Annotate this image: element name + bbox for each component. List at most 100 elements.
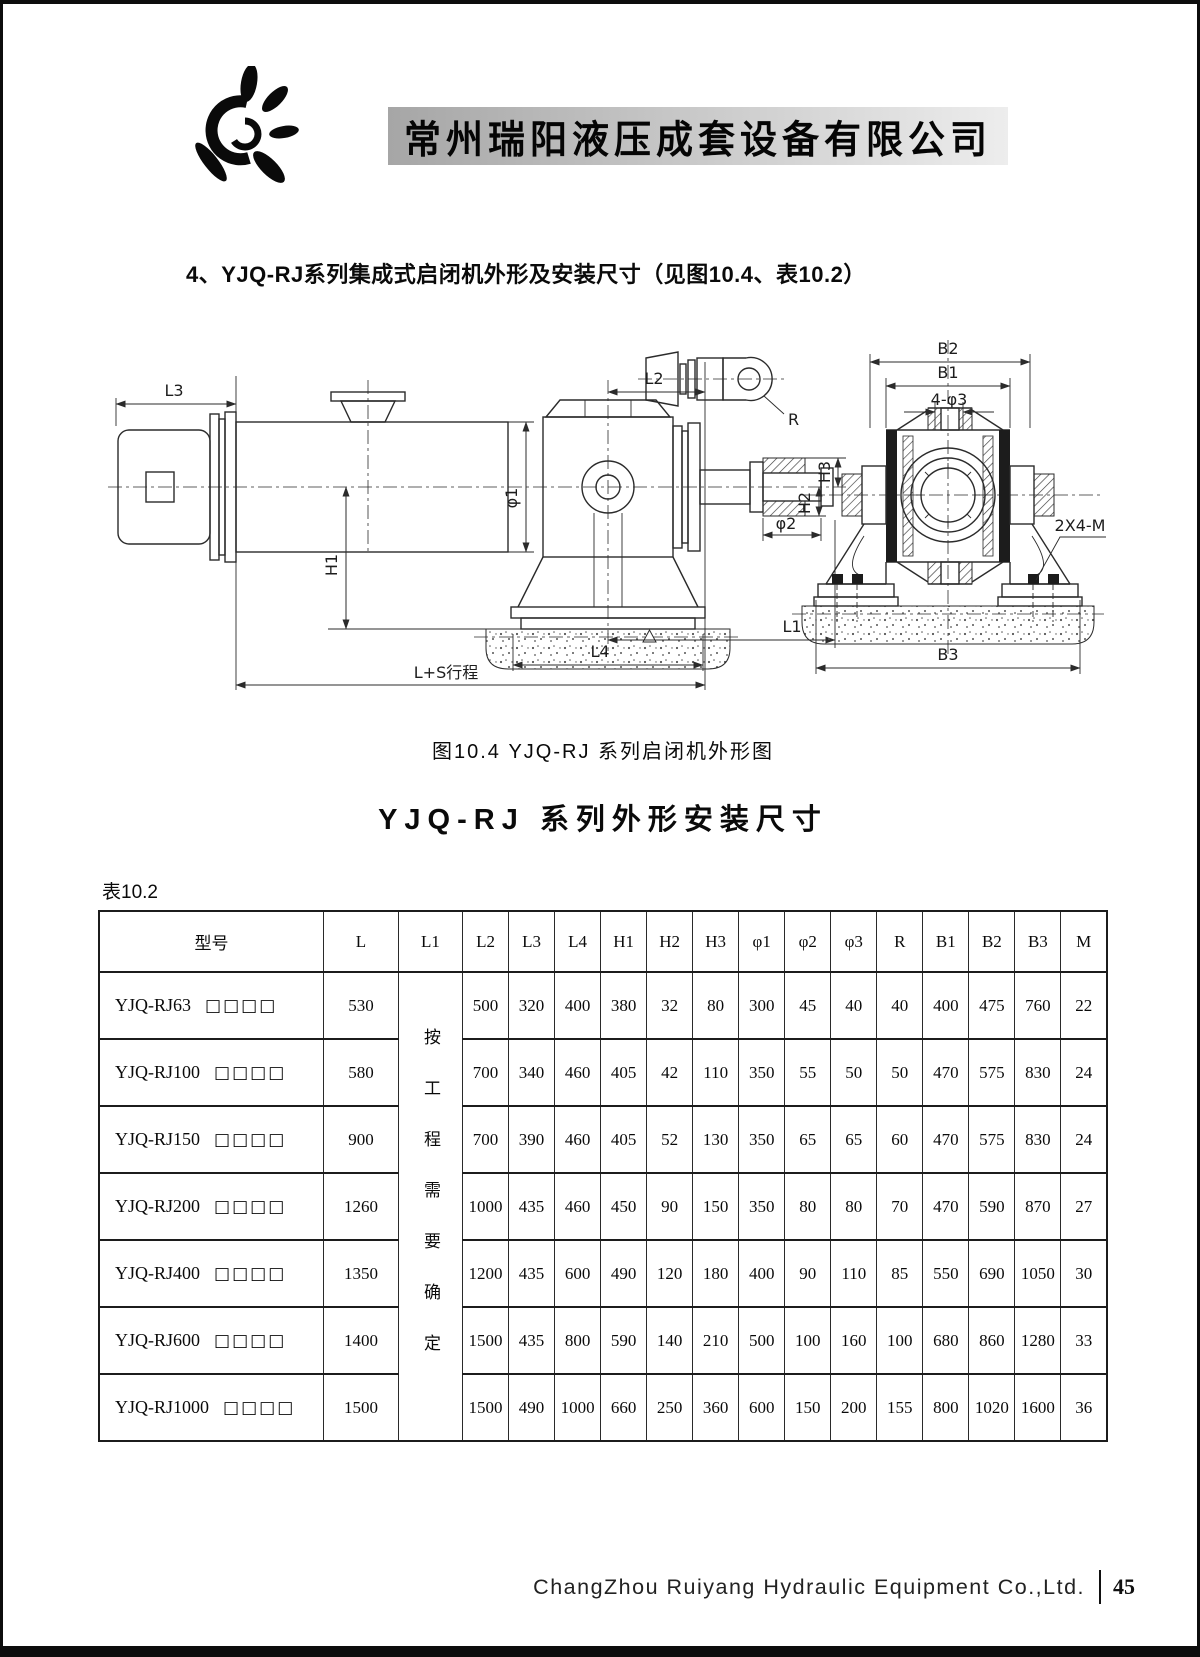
dim-label-h2: H2 <box>795 492 814 514</box>
value-cell: 1050 <box>1014 1239 1062 1308</box>
l1-note-cell: 按工程需要确定 <box>398 971 463 1442</box>
value-cell: 470 <box>922 1105 970 1174</box>
column-header: M <box>1060 910 1108 973</box>
value-cell: 1000 <box>554 1373 602 1442</box>
dim-label-b1: B1 <box>937 363 958 382</box>
value-cell: 475 <box>968 971 1016 1040</box>
column-header: φ3 <box>830 910 878 973</box>
dim-label-l2: L2 <box>644 369 663 388</box>
column-header: H2 <box>646 910 694 973</box>
l1-note-text: 按工程需要确定 <box>421 1028 440 1385</box>
model-name: YJQ-RJ600 <box>115 1330 201 1350</box>
model-name: YJQ-RJ1000 <box>115 1397 210 1417</box>
value-cell: 40 <box>876 971 924 1040</box>
value-cell: 60 <box>876 1105 924 1174</box>
value-cell: 45 <box>784 971 832 1040</box>
model-cell: YJQ-RJ150□□□□ <box>98 1105 324 1174</box>
value-cell: 830 <box>1014 1038 1062 1107</box>
value-cell: 350 <box>738 1105 786 1174</box>
value-cell: 160 <box>830 1306 878 1375</box>
dim-label-2x4m: 2X4-M <box>1055 516 1106 535</box>
value-cell: 150 <box>784 1373 832 1442</box>
dim-label-r: R <box>788 410 799 429</box>
model-cell: YJQ-RJ200 □□□□ <box>98 1172 324 1241</box>
column-header: 型号 <box>98 910 324 973</box>
value-cell: 300 <box>738 971 786 1040</box>
value-cell: 435 <box>508 1172 556 1241</box>
column-header: H1 <box>600 910 648 973</box>
value-cell: 36 <box>1060 1373 1108 1442</box>
value-cell: 405 <box>600 1105 648 1174</box>
model-suffix-boxes: □□□□ <box>214 1197 287 1217</box>
dim-label-stroke: L+S行程 <box>414 663 478 682</box>
dim-label-l3: L3 <box>164 381 183 400</box>
model-cell: YJQ-RJ63□□□□ <box>98 971 324 1040</box>
value-cell: 550 <box>922 1239 970 1308</box>
column-header: φ1 <box>738 910 786 973</box>
value-cell: 1400 <box>323 1306 399 1375</box>
figure-caption: 图10.4 YJQ-RJ 系列启闭机外形图 <box>431 741 775 763</box>
value-cell: 42 <box>646 1038 694 1107</box>
value-cell: 24 <box>1060 1038 1108 1107</box>
dim-label-phi3: 4-φ3 <box>931 390 968 409</box>
column-header: L4 <box>554 910 602 973</box>
column-header: L <box>323 910 399 973</box>
dim-label-l1: L1 <box>782 617 801 636</box>
value-cell: 400 <box>738 1239 786 1308</box>
model-suffix-boxes: □□□□ <box>214 1130 287 1150</box>
value-cell: 85 <box>876 1239 924 1308</box>
value-cell: 500 <box>738 1306 786 1375</box>
value-cell: 760 <box>1014 971 1062 1040</box>
value-cell: 33 <box>1060 1306 1108 1375</box>
side-view: φ1 H1 <box>108 351 846 690</box>
value-cell: 50 <box>876 1038 924 1107</box>
value-cell: 435 <box>508 1239 556 1308</box>
model-cell: YJQ-RJ1000□□□□ <box>98 1373 324 1442</box>
value-cell: 830 <box>1014 1105 1062 1174</box>
value-cell: 390 <box>508 1105 556 1174</box>
value-cell: 1200 <box>461 1239 510 1308</box>
value-cell: 27 <box>1060 1172 1108 1241</box>
value-cell: 600 <box>738 1373 786 1442</box>
column-header: B1 <box>922 910 970 973</box>
value-cell: 800 <box>922 1373 970 1442</box>
dim-label-phi2: φ2 <box>776 514 797 533</box>
value-cell: 1280 <box>1014 1306 1062 1375</box>
value-cell: 1350 <box>323 1239 399 1308</box>
dim-label-h1: H1 <box>322 554 341 576</box>
value-cell: 900 <box>323 1105 399 1174</box>
value-cell: 400 <box>554 971 602 1040</box>
column-header: L3 <box>508 910 556 973</box>
value-cell: 580 <box>323 1038 399 1107</box>
value-cell: 1020 <box>968 1373 1016 1442</box>
value-cell: 470 <box>922 1038 970 1107</box>
value-cell: 70 <box>876 1172 924 1241</box>
company-logo-icon <box>195 66 299 183</box>
value-cell: 30 <box>1060 1239 1108 1308</box>
model-cell: YJQ-RJ400□□□□ <box>98 1239 324 1308</box>
technical-drawing: φ1 H1 <box>108 339 1106 690</box>
value-cell: 80 <box>830 1172 878 1241</box>
value-cell: 590 <box>968 1172 1016 1241</box>
model-cell: YJQ-RJ100 □□□□ <box>98 1038 324 1107</box>
value-cell: 450 <box>600 1172 648 1241</box>
value-cell: 65 <box>784 1105 832 1174</box>
value-cell: 55 <box>784 1038 832 1107</box>
value-cell: 340 <box>508 1038 556 1107</box>
value-cell: 435 <box>508 1306 556 1375</box>
front-view: B2 B1 4-φ3 <box>792 339 1106 674</box>
value-cell: 460 <box>554 1105 602 1174</box>
value-cell: 210 <box>692 1306 740 1375</box>
value-cell: 130 <box>692 1105 740 1174</box>
model-suffix-boxes: □□□□ <box>214 1063 287 1083</box>
value-cell: 700 <box>461 1038 510 1107</box>
value-cell: 530 <box>323 971 399 1040</box>
model-name: YJQ-RJ200 <box>115 1196 201 1216</box>
value-cell: 1500 <box>323 1373 399 1442</box>
model-name: YJQ-RJ100 <box>115 1062 201 1082</box>
